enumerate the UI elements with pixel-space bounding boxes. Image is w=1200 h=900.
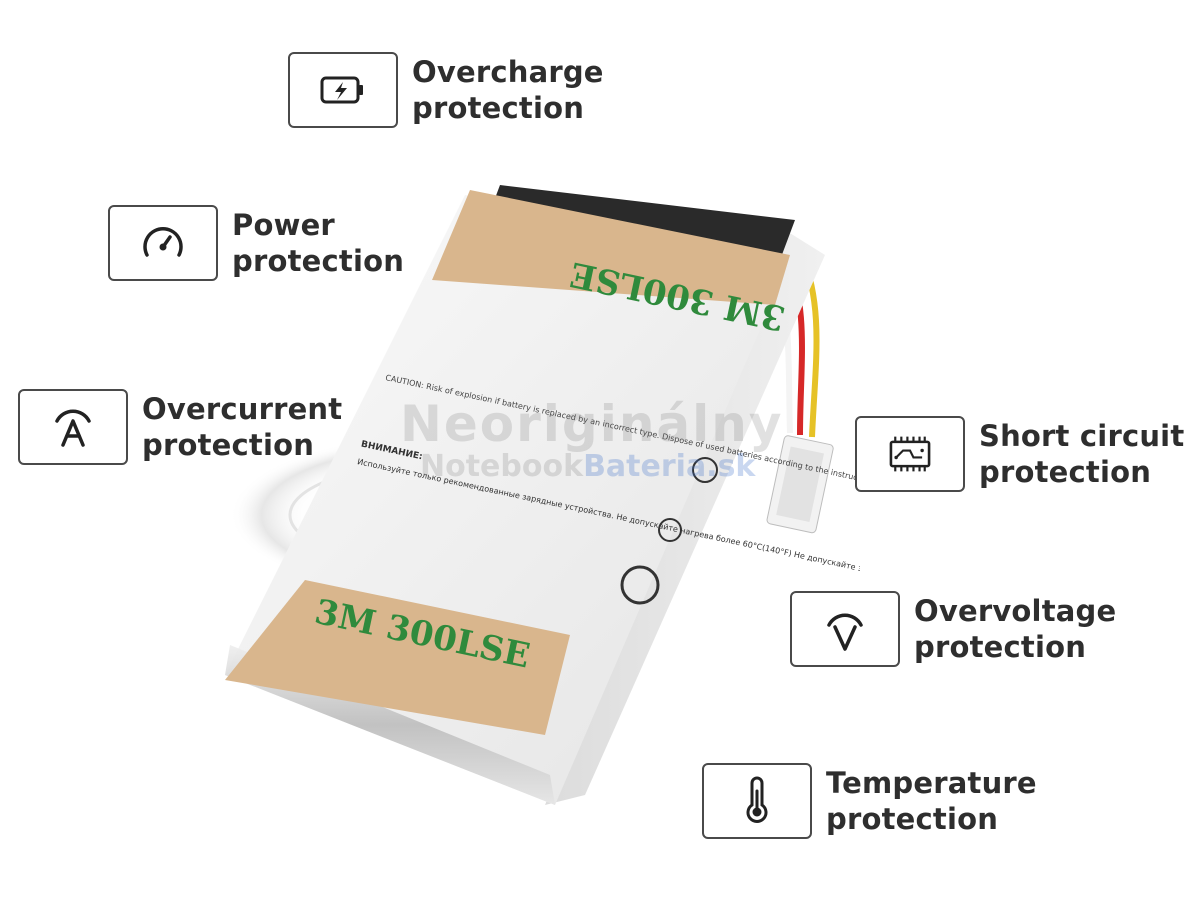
label-overcurrent-line1: Overcurrent <box>142 392 343 426</box>
label-overvoltage-line2: protection <box>914 630 1087 664</box>
label-short-circuit-line2: protection <box>979 455 1152 489</box>
label-temperature-line2: protection <box>826 802 999 836</box>
icon-box-short-circuit <box>855 416 965 492</box>
label-overcurrent-line2: protection <box>142 428 315 462</box>
label-overcharge-line1: Overcharge <box>412 55 604 89</box>
label-overcharge-line2: protection <box>412 91 585 125</box>
feature-overcharge: Overcharge protection <box>288 52 604 128</box>
label-power-line1: Power <box>232 208 335 242</box>
label-temperature-line1: Temperature <box>826 766 1037 800</box>
recycle-icon <box>692 457 718 483</box>
battery-image: 3M 300LSE 3M 300LSE CAUTION: Risk of exp… <box>225 185 860 805</box>
label-temperature: Temperature protection <box>826 765 1037 837</box>
cert-icon <box>658 518 682 542</box>
icon-box-power <box>108 205 218 281</box>
thermometer-icon <box>746 776 768 823</box>
tape-bottom <box>225 580 570 735</box>
voltage-icon <box>827 613 863 651</box>
label-power-line2: protection <box>232 244 405 278</box>
label-power: Power protection <box>232 207 404 279</box>
battery-charge-icon <box>320 76 363 104</box>
feature-overvoltage: Overvoltage protection <box>790 591 1116 667</box>
feature-power: Power protection <box>108 205 404 281</box>
feature-temperature: Temperature protection <box>702 763 1037 839</box>
label-short-circuit-line1: Short circuit <box>979 419 1185 453</box>
cert-icon-2 <box>620 565 660 605</box>
connector <box>766 435 834 534</box>
circuit-board-icon <box>889 436 931 472</box>
icon-box-overvoltage <box>790 591 900 667</box>
label-overcurrent: Overcurrent protection <box>142 391 342 463</box>
feature-overcurrent: Overcurrent protection <box>18 389 342 465</box>
label-overcharge: Overcharge protection <box>412 54 604 126</box>
label-overvoltage-line1: Overvoltage <box>914 594 1117 628</box>
icon-box-overcurrent <box>18 389 128 465</box>
label-short-circuit: Short circuit protection <box>979 418 1184 490</box>
icon-box-overcharge <box>288 52 398 128</box>
tape-top <box>432 190 790 305</box>
label-overvoltage: Overvoltage protection <box>914 593 1116 665</box>
feature-short-circuit: Short circuit protection <box>855 416 1184 492</box>
current-icon <box>55 409 91 447</box>
gauge-icon <box>143 227 183 257</box>
icon-box-temperature <box>702 763 812 839</box>
